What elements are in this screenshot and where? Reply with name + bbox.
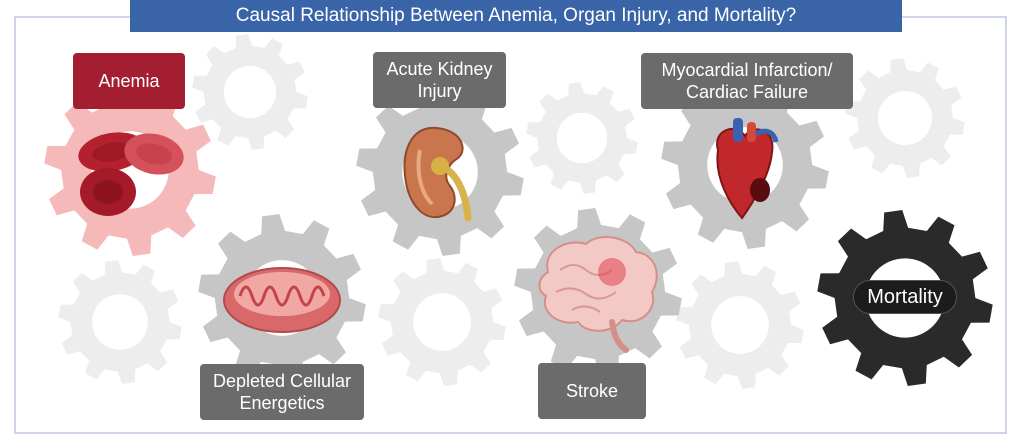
stroke-label: Stroke [538,363,646,419]
anemia-label-text: Anemia [98,70,159,92]
background-gear [58,260,182,384]
depleted-cellular-energetics-label-line2: Energetics [213,392,351,414]
depleted-cellular-energetics-label: Depleted Cellular Energetics [200,364,364,420]
depleted-cellular-energetics-label-line1: Depleted Cellular [213,370,351,392]
background-gear [192,34,308,150]
myocardial-infarction-label-line2: Cardiac Failure [661,81,832,103]
background-gear [378,258,506,386]
mitochondria-icon [224,268,340,332]
background-gear [526,82,638,194]
anemia-label: Anemia [73,53,185,109]
diagram-title: Causal Relationship Between Anemia, Orga… [130,0,902,32]
myocardial-infarction-label: Myocardial Infarction/ Cardiac Failure [641,53,853,109]
anemia-gear [44,84,216,256]
background-gear [845,58,965,178]
kidney-icon [404,128,468,218]
stroke-label-text: Stroke [566,380,618,402]
acute-kidney-injury-label: Acute Kidney Injury [373,52,506,108]
myocardial-infarction-label-line1: Myocardial Infarction/ [661,59,832,81]
acute-kidney-injury-label-line1: Acute Kidney [386,58,492,80]
background-gear [676,261,804,389]
mortality-label: Mortality [853,280,957,314]
acute-kidney-injury-label-line2: Injury [386,80,492,102]
mortality-label-text: Mortality [867,286,943,308]
